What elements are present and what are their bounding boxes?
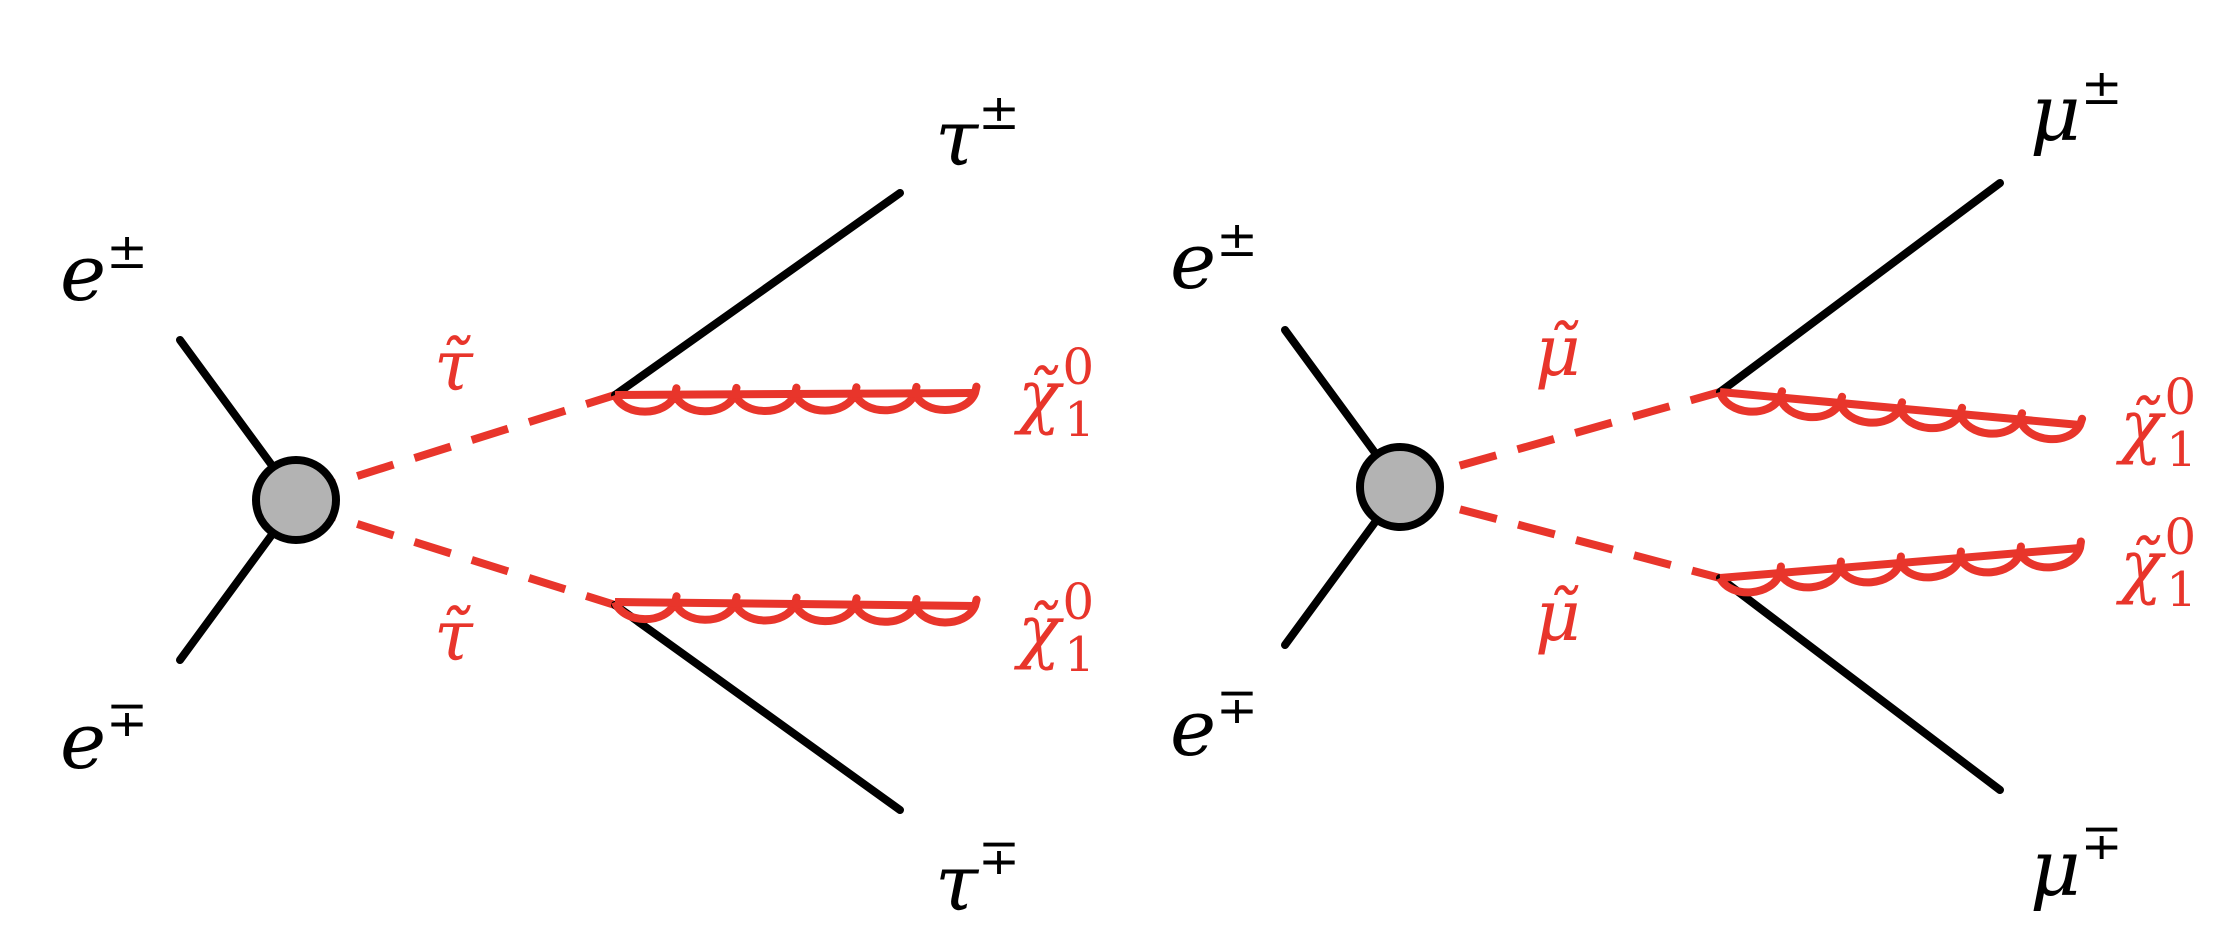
right-label-mu-top: μ± xyxy=(2030,58,2123,159)
left-neutralino-top-line xyxy=(614,389,976,399)
right-slepton-top-line xyxy=(1400,388,1722,486)
right-label-e-bottom: e∓ xyxy=(1170,677,1258,774)
left-interaction-blob xyxy=(252,456,340,544)
left-neutralino-bottom xyxy=(611,592,981,627)
left-slepton-bottom-line xyxy=(298,502,617,609)
right-neutralino-top xyxy=(1716,387,2087,444)
left-label-e-top: e± xyxy=(60,222,148,319)
left-tau-top-line xyxy=(611,189,904,399)
right-neutralino-bottom xyxy=(1716,537,2085,597)
right-interaction-blob xyxy=(1356,443,1444,531)
left-label-stau-top: τ̃ xyxy=(434,325,474,407)
right-mu-top-line xyxy=(1716,179,2004,396)
left-slepton-top-line xyxy=(298,391,617,498)
right-neutralino-top-line xyxy=(1719,388,2081,429)
right-slepton-bottom-line xyxy=(1400,490,1722,582)
right-label-smuon-top: μ̃ xyxy=(1535,310,1581,392)
right-neutralino-bottom-line xyxy=(1719,544,2081,582)
left-label-tau-bottom: τ∓ xyxy=(935,828,1020,929)
left-label-tau-top: τ± xyxy=(935,83,1020,184)
left-neutralino-top xyxy=(611,382,981,416)
left-label-stau-bottom: τ̃ xyxy=(434,595,474,677)
left-label-e-bottom: e∓ xyxy=(60,690,148,787)
right-mu-bottom-line xyxy=(1716,574,2004,794)
right-label-smuon-bottom: μ̃ xyxy=(1535,575,1581,657)
left-tau-bottom-line xyxy=(611,601,904,814)
left-neutralino-bottom-line xyxy=(614,598,976,610)
right-label-e-top: e± xyxy=(1170,210,1258,307)
right-label-mu-bottom: μ∓ xyxy=(2030,813,2123,914)
